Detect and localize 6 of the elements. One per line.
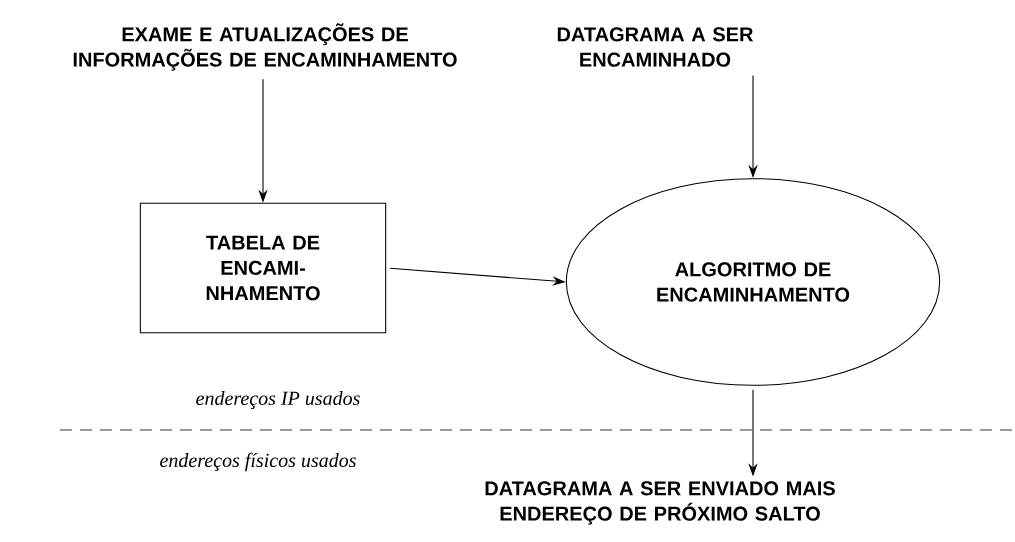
layer-label: endereços físicos usados — [160, 452, 356, 472]
heading-text: DATAGRAMA A SER ENVIADO MAIS ENDEREÇO DE PRÓXIMO SALTO — [485, 481, 835, 525]
process-box: TABELA DE ENCAMI- NHAMENTO — [139, 202, 387, 334]
heading-text: EXAME E ATUALIZAÇÕES DE INFORMAÇÕES DE ENCAMINHAMENTO — [73, 23, 457, 71]
heading-text: DATAGRAMA A SER ENCAMINHADO — [557, 27, 754, 67]
layer-label: endereços IP usados — [196, 391, 360, 409]
